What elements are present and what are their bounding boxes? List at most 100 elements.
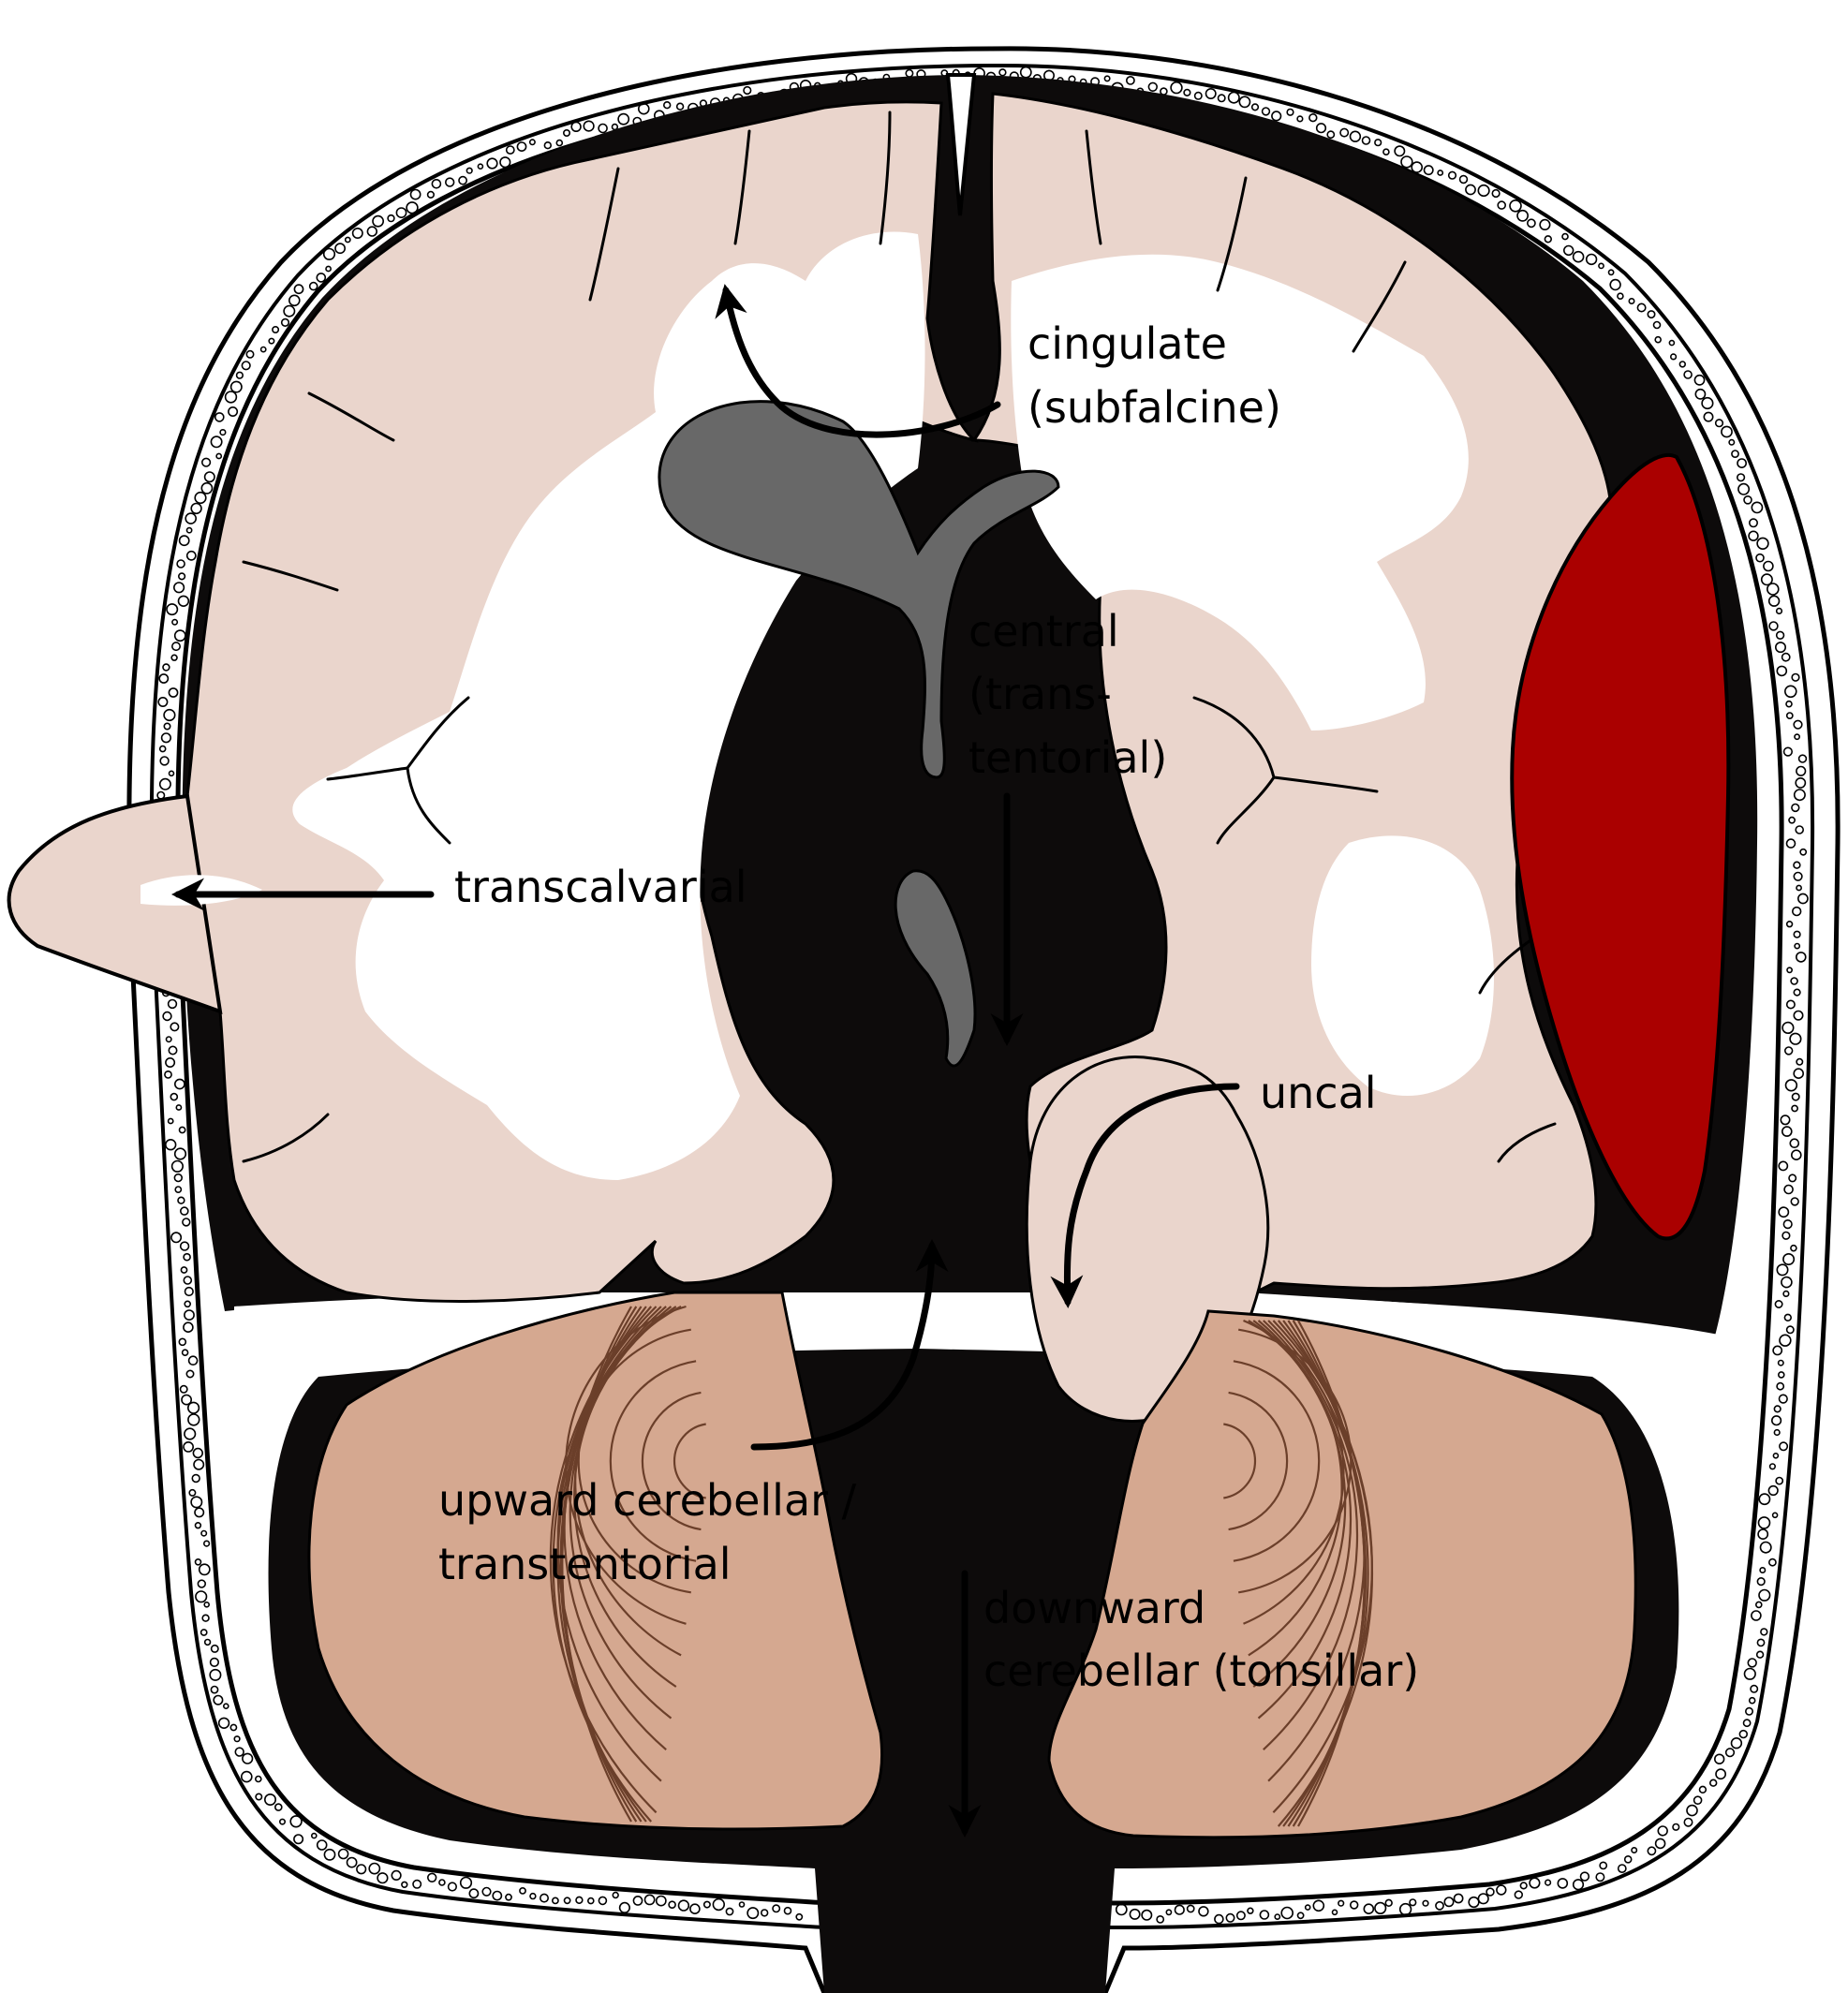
diploe-bubble xyxy=(1129,1908,1141,1920)
diploe-bubble xyxy=(366,226,377,237)
diploe-bubble xyxy=(1793,988,1801,996)
diploe-bubble xyxy=(409,188,421,200)
diploe-bubble xyxy=(468,1888,480,1899)
diploe-bubble xyxy=(1794,942,1801,950)
diploe-bubble xyxy=(184,1300,191,1308)
lateral-ventricles xyxy=(658,400,1060,779)
diploe-bubble xyxy=(643,1894,656,1906)
diploe-bubble xyxy=(1768,1463,1776,1470)
diploe-bubble xyxy=(1654,335,1662,344)
diploe-bubble xyxy=(1486,1887,1495,1897)
diploe-bubble xyxy=(178,1126,186,1134)
label-cingulate: cingulate (subfalcine) xyxy=(1027,318,1281,433)
diploe-bubble xyxy=(224,391,238,404)
diploe-bubble xyxy=(1668,339,1676,347)
diploe-bubble xyxy=(181,1349,189,1356)
diploe-bubble xyxy=(325,265,332,273)
diploe-bubble xyxy=(356,1864,367,1875)
diploe-bubble xyxy=(1788,1174,1797,1183)
diploe-bubble xyxy=(637,102,650,115)
diploe-bubble xyxy=(1349,130,1362,142)
diploe-bubble xyxy=(783,1906,792,1915)
diploe-bubble xyxy=(1669,353,1678,361)
diploe-bubble xyxy=(477,163,484,170)
diploe-bubble xyxy=(1786,967,1793,974)
diploe-bubble xyxy=(1585,253,1598,266)
diploe-bubble xyxy=(1791,672,1800,682)
diploe-bubble xyxy=(1724,1748,1736,1758)
diploe-bubble xyxy=(586,1897,595,1905)
diploe-bubble xyxy=(184,1427,197,1440)
diploe-bubble xyxy=(1678,361,1687,368)
diploe-bubble xyxy=(181,1394,192,1406)
diploe-bubble xyxy=(215,452,223,460)
folium-line xyxy=(1252,1320,1347,1688)
diploe-bubble xyxy=(209,1668,222,1681)
diploe-bubble xyxy=(1374,1901,1387,1914)
diploe-bubble xyxy=(1235,1911,1246,1921)
diploe-bubble xyxy=(1776,665,1788,677)
diploe-bubble xyxy=(1156,1914,1165,1924)
diploe-bubble xyxy=(1708,1779,1718,1787)
diploe-bubble xyxy=(1205,88,1217,100)
diploe-bubble xyxy=(1743,495,1752,505)
diploe-bubble xyxy=(193,1458,205,1470)
diploe-bubble xyxy=(1731,450,1739,458)
sulci xyxy=(242,111,1557,1163)
diploe-bubble xyxy=(1296,1912,1305,1920)
diploe-bubble xyxy=(187,1355,199,1366)
diploe-bubble xyxy=(401,1881,408,1889)
label-transcalvarial: transcalvarial xyxy=(454,862,747,912)
diploe-bubble xyxy=(185,512,197,524)
diploe-bubble xyxy=(1437,170,1444,176)
diploe-bubble xyxy=(1791,1092,1800,1101)
diploe-bubble xyxy=(1790,977,1798,985)
diploe-bubble xyxy=(191,1473,200,1484)
diploe-bubble xyxy=(1751,501,1764,514)
diploe-bubble xyxy=(655,1895,667,1907)
diploe-bubble xyxy=(1794,733,1800,741)
diploe-bubble xyxy=(1394,145,1406,157)
diploe-bubble xyxy=(162,663,170,672)
folium-line xyxy=(1257,1320,1353,1720)
folium-line xyxy=(1228,1391,1289,1531)
diploe-bubble xyxy=(158,777,171,790)
diploe-bubble xyxy=(1772,1453,1780,1459)
diploe-bubble xyxy=(1771,1512,1779,1519)
diploe-bubble xyxy=(194,491,207,505)
diploe-bubble xyxy=(234,1747,244,1757)
diploe-bubble xyxy=(200,1629,208,1636)
diploe-bubble xyxy=(1781,652,1791,662)
diploe-bubble xyxy=(170,1232,183,1244)
diploe-bubble xyxy=(1790,1197,1799,1206)
diploe-bubble xyxy=(1773,1405,1781,1413)
diploe-bubble xyxy=(263,1794,276,1807)
diploe-bubble xyxy=(168,770,175,777)
labels: cingulate (subfalcine) central (trans- t… xyxy=(438,318,1419,1696)
diploe-bubble xyxy=(1760,573,1773,586)
diploe-bubble xyxy=(1758,1588,1771,1602)
diploe-bubble xyxy=(233,1735,241,1743)
diploe-bubble xyxy=(466,167,473,174)
diploe-bubble xyxy=(219,429,227,436)
diploe-bubble xyxy=(171,618,179,626)
diploe-bubble xyxy=(1779,1441,1789,1452)
diploe-bubble xyxy=(159,756,170,766)
diploe-bubble xyxy=(289,1815,303,1828)
diploe-bubble xyxy=(492,1890,503,1901)
diploe-bubble xyxy=(1747,1658,1757,1668)
diploe-bubble xyxy=(570,121,582,133)
diploe-bubble xyxy=(192,1447,204,1459)
label-upward-cerebellar: upward cerebellar / transtentorial xyxy=(438,1475,870,1589)
diploe-bubble xyxy=(1775,642,1787,654)
diploe-bubble xyxy=(1595,1872,1605,1882)
diploe-bubble xyxy=(1561,232,1569,241)
diploe-bubble xyxy=(1796,884,1802,892)
diploe-bubble xyxy=(1756,1638,1766,1647)
diploe-bubble xyxy=(337,1848,349,1860)
diploe-bubble xyxy=(1778,1206,1790,1218)
brainstem-fade xyxy=(824,1892,1105,1993)
diploe-bubble xyxy=(170,1092,179,1101)
diploe-bubble xyxy=(1730,1736,1743,1749)
diploe-bubble xyxy=(166,603,179,616)
